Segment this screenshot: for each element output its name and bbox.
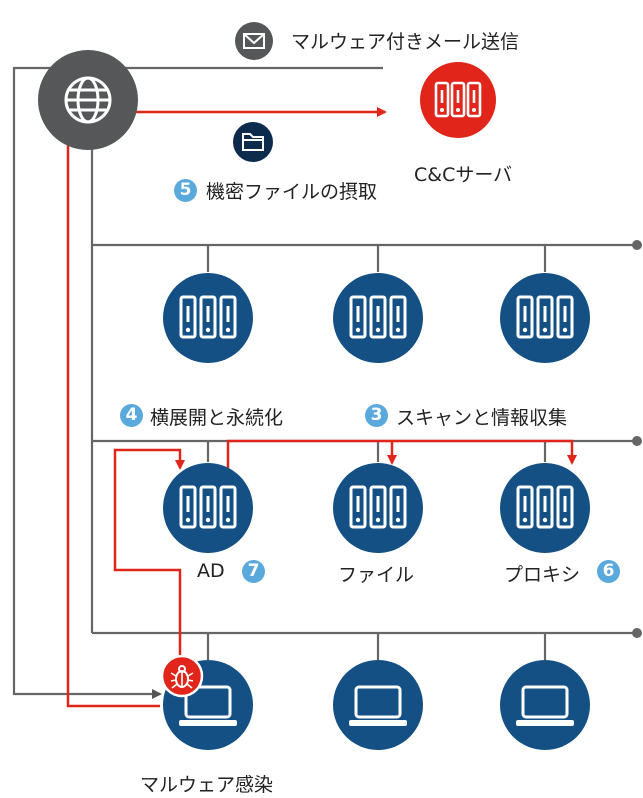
step-badge-5: 5	[174, 179, 197, 202]
ad-server-icon	[161, 461, 255, 555]
file-server-icon	[331, 461, 425, 555]
internet-globe-icon	[38, 50, 138, 150]
lateral-label: 横展開と永続化	[150, 407, 284, 429]
server-icon	[498, 271, 592, 365]
step-badge-7: 7	[242, 560, 265, 583]
folder-icon	[233, 122, 273, 162]
pc-icon	[498, 658, 592, 752]
mail-icon	[235, 22, 273, 60]
pc-icon	[331, 658, 425, 752]
infection-label: マルウェア感染	[140, 774, 274, 796]
step-badge-4: 4	[120, 404, 143, 427]
server-icon	[161, 271, 255, 365]
ad-label: AD	[197, 560, 225, 582]
scan-label: スキャンと情報収集	[396, 407, 568, 429]
send-mail-label: マルウェア付きメール送信	[291, 31, 520, 53]
proxy-server-icon	[498, 461, 592, 555]
step-badge-3: 3	[365, 404, 388, 427]
malware-bug-icon	[160, 654, 204, 698]
exfil-label: 機密ファイルの摂取	[206, 181, 378, 203]
cc-server-label: C&Cサーバ	[414, 164, 513, 186]
step-badge-6: 6	[597, 560, 620, 583]
cc-server-icon	[420, 62, 496, 138]
network-lines	[12, 66, 636, 699]
file-label: ファイル	[338, 564, 415, 586]
proxy-label: プロキシ	[504, 564, 581, 586]
server-icon	[331, 271, 425, 365]
